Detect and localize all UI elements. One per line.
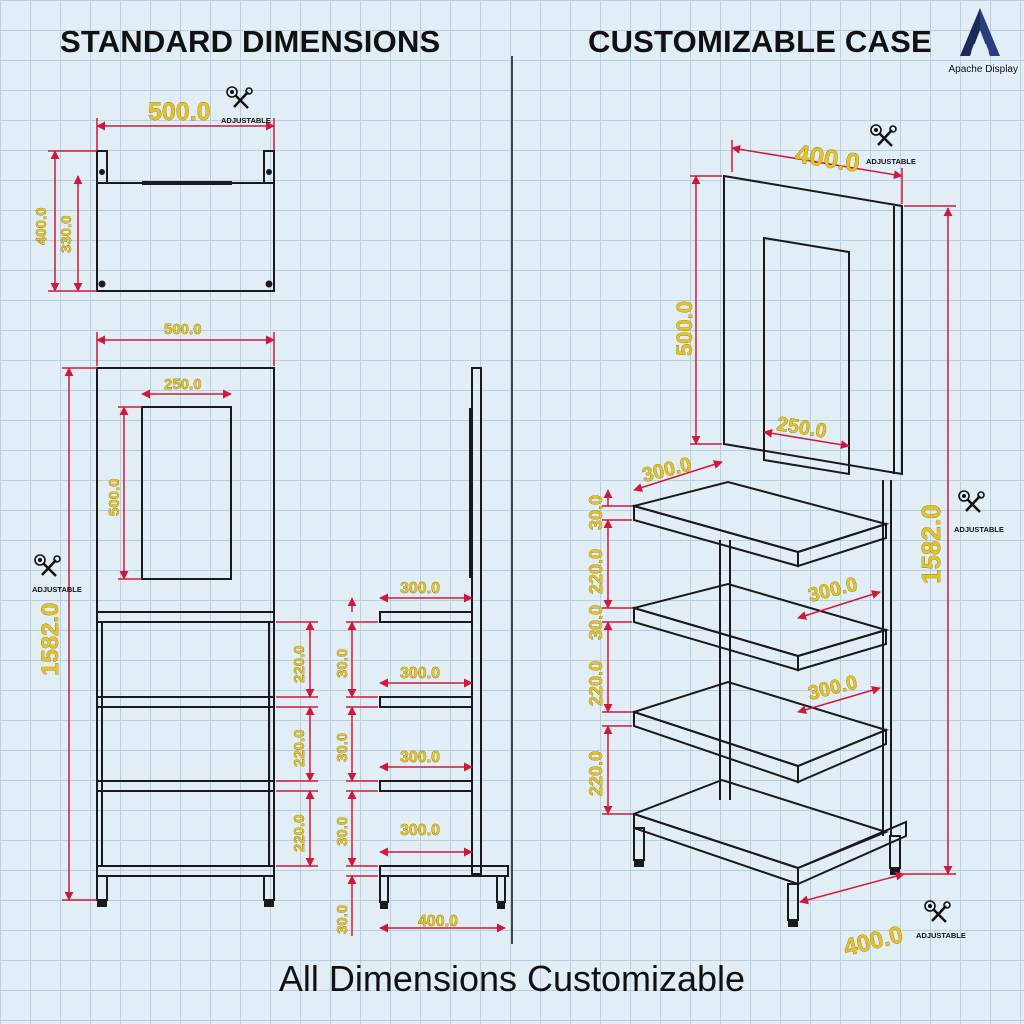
- brand-name: Apache Display: [948, 64, 1018, 75]
- front-view-dimension-lines: [62, 332, 318, 901]
- iso-shelf-depth-3-label: 300.0: [806, 671, 860, 704]
- front-view-drawing: [96, 367, 275, 907]
- side-view-drawing: [379, 367, 509, 909]
- front-view-width-label: 500.0: [164, 321, 202, 338]
- side-view-thickness-3-label: 30.0: [334, 817, 351, 846]
- side-view-thickness-2-label: 30.0: [334, 733, 351, 762]
- iso-total-height-label: 1582.0: [916, 504, 946, 584]
- side-view-thickness-4-label: 30.0: [334, 905, 351, 934]
- iso-left-dim-4-label: 220.0: [586, 661, 606, 706]
- front-view-adjustable-label: ADJUSTABLE: [32, 585, 82, 594]
- iso-top-width-label: 400.0: [793, 138, 862, 178]
- adjustable-wrench-icon: [33, 553, 62, 578]
- side-view-shelf-depth-1-label: 300.0: [400, 580, 440, 597]
- side-view-shelf-depth-3-label: 300.0: [400, 749, 440, 766]
- adjustable-wrench-icon: [869, 123, 898, 148]
- top-view-height-inner-label: 330.0: [58, 215, 75, 253]
- side-view-shelf-depth-4-label: 300.0: [400, 822, 440, 839]
- apache-a-logo-icon: [960, 8, 1000, 56]
- front-view-panel-height-label: 500.0: [106, 478, 123, 516]
- iso-side-adjustable-label: ADJUSTABLE: [954, 525, 1004, 534]
- isometric-view-dimension-lines: [602, 140, 956, 905]
- top-view-width-label: 500.0: [148, 98, 211, 126]
- iso-left-dim-5-label: 220.0: [586, 751, 606, 796]
- top-view-adjustable-label: ADJUSTABLE: [221, 116, 271, 125]
- iso-shelf-depth-2-label: 300.0: [806, 573, 860, 606]
- iso-base-depth-label: 400.0: [841, 921, 906, 962]
- top-view-height-outer-label: 400.0: [33, 207, 50, 245]
- customizable-case-heading: CUSTOMIZABLE CASE: [588, 24, 932, 59]
- iso-left-dim-2-label: 220.0: [586, 549, 606, 594]
- iso-panel-height-label: 500.0: [672, 301, 697, 356]
- side-view-base-depth-label: 400.0: [418, 913, 458, 930]
- front-view-total-height-label: 1582.0: [37, 603, 64, 676]
- adjustable-wrench-icon: [225, 85, 254, 110]
- top-view-drawing: [96, 150, 275, 292]
- iso-shelf-depth-1-label: 300.0: [640, 453, 694, 486]
- iso-left-dim-1-label: 30.0: [586, 495, 606, 530]
- adjustable-wrench-icon: [957, 489, 986, 514]
- front-view-gap-1-label: 220.0: [291, 645, 308, 683]
- iso-left-dim-3-label: 30.0: [586, 605, 606, 640]
- footer-caption: All Dimensions Customizable: [278, 958, 746, 999]
- iso-panel-width-label: 250.0: [775, 413, 828, 443]
- standard-dimensions-heading: STANDARD DIMENSIONS: [60, 24, 441, 59]
- side-view-shelf-depth-2-label: 300.0: [400, 665, 440, 682]
- side-view-thickness-1-label: 30.0: [334, 649, 351, 678]
- front-view-panel-width-label: 250.0: [164, 376, 202, 393]
- iso-top-adjustable-label: ADJUSTABLE: [866, 157, 916, 166]
- adjustable-wrench-icon: [923, 899, 952, 924]
- iso-base-adjustable-label: ADJUSTABLE: [916, 931, 966, 940]
- top-view-dimension-lines: [48, 118, 275, 292]
- front-view-gap-3-label: 220.0: [291, 814, 308, 852]
- isometric-view-drawing: [630, 174, 907, 927]
- side-view-dimension-lines: [346, 593, 506, 936]
- front-view-gap-2-label: 220.0: [291, 729, 308, 767]
